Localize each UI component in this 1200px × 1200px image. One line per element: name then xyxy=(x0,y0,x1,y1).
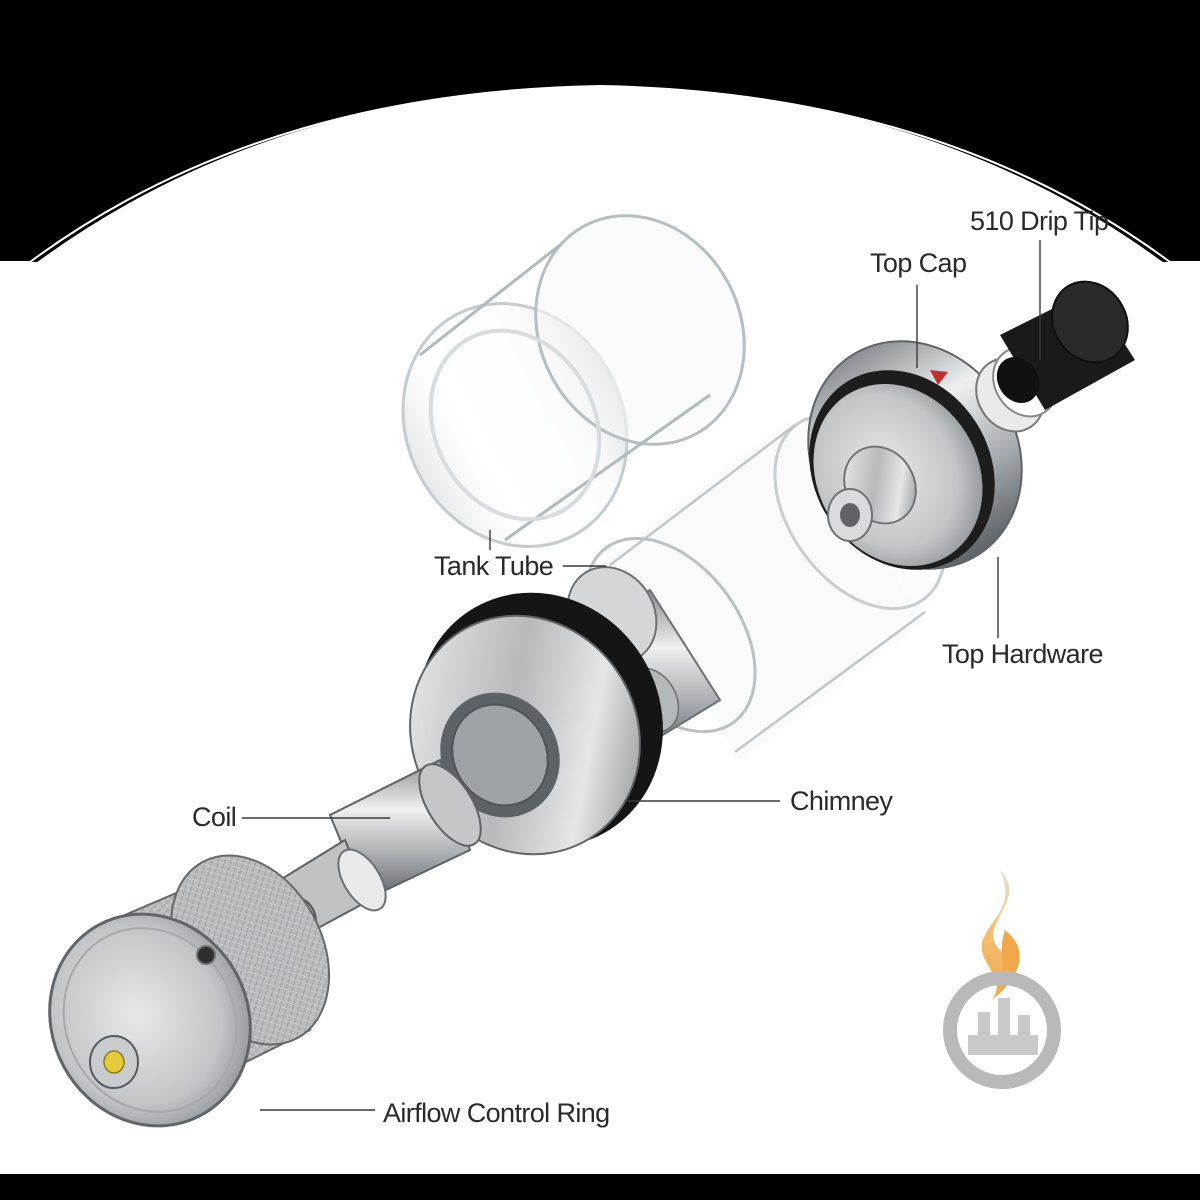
label-drip-tip: 510 Drip Tip xyxy=(970,206,1108,236)
flame-city-logo-icon xyxy=(943,870,1061,1089)
top-cap-red-marker xyxy=(930,370,948,385)
label-chimney: Chimney xyxy=(790,786,893,816)
label-top-cap: Top Cap xyxy=(870,248,966,278)
label-top-hardware: Top Hardware xyxy=(942,639,1103,669)
bottom-black-bar xyxy=(0,1174,1200,1200)
bubble-glass-tube xyxy=(401,214,746,548)
top-hardware xyxy=(807,340,1023,570)
leader-lines xyxy=(242,240,1041,1111)
label-tank-tube: Tank Tube xyxy=(434,551,553,581)
airflow-base xyxy=(48,854,331,1128)
arc-edge xyxy=(0,84,1200,263)
label-airflow-ring: Airflow Control Ring xyxy=(383,1098,610,1128)
drip-tip xyxy=(975,280,1135,433)
label-coil: Coil xyxy=(192,802,236,832)
